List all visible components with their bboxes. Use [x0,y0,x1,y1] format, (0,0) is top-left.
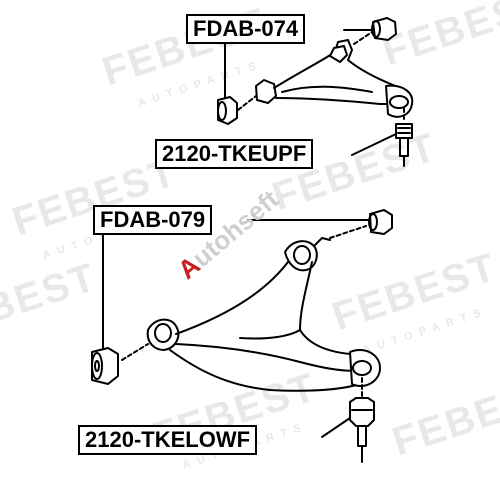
lower-bushing-left [91,347,119,385]
upper-control-arm [237,31,414,123]
lower-bushing-right [368,209,393,235]
upper-ball-joint [395,123,413,167]
part-label-upper-bushing: FDAB-074 [186,14,306,44]
upper-bushing-right [371,17,397,41]
part-label-upper-arm: 2120-TKEUPF [155,139,314,169]
leader-line [321,417,351,438]
part-label-lower-bushing: FDAB-079 [93,205,213,235]
leader-line [351,133,397,156]
part-label-lower-arm: 2120-TKELOWF [78,425,258,455]
lower-ball-joint [349,397,375,463]
upper-bushing-left [217,96,238,125]
lower-control-arm [146,237,381,399]
